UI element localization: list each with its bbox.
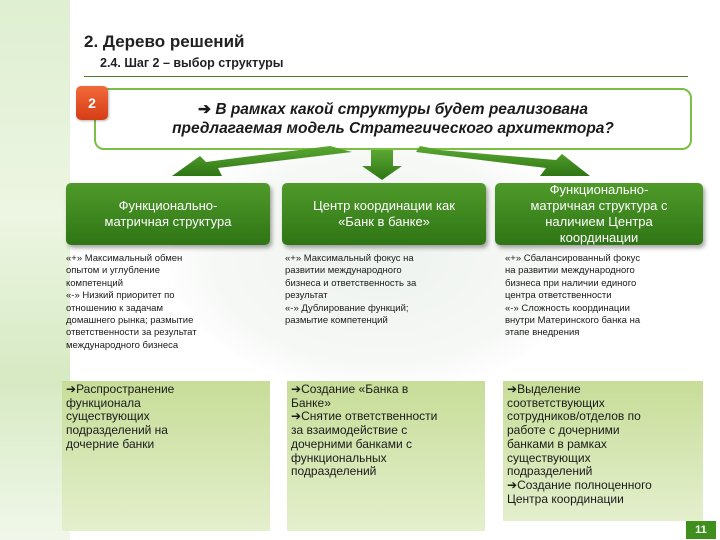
action-line: Выделение	[517, 382, 581, 396]
arrow-right-icon: ➔	[66, 382, 77, 396]
action-line: подразделений	[507, 464, 593, 479]
action-line: подразделений на	[66, 423, 168, 438]
arrow-right-icon: ➔	[198, 101, 212, 118]
action-line: сотрудников/отделов по	[507, 409, 641, 424]
heading-line: матричная структура с	[530, 198, 668, 213]
arrow-right-icon: ➔	[507, 382, 518, 396]
action-item: ➔Снятие ответственности	[291, 410, 481, 424]
step-badge: 2	[76, 86, 108, 120]
action-line: существующих	[66, 409, 150, 424]
action-line: соответствующих	[507, 395, 605, 410]
page-subtitle: 2.4. Шаг 2 – выбор структуры	[100, 56, 284, 70]
description-line: международного бизнеса	[66, 339, 179, 351]
background-leaf-strip	[0, 0, 70, 540]
description-line: «-» Дублирование функций;	[285, 302, 409, 314]
arrow-center-branch	[362, 150, 402, 180]
description-line: «+» Сбалансированный фокус	[505, 253, 641, 264]
action-line: Создание полноценного	[517, 477, 652, 492]
description-line: бизнеса при наличии единого	[505, 277, 637, 289]
heading-line: наличием Центра	[545, 214, 653, 229]
action-item: ➔Распространение	[66, 382, 266, 397]
description-line: центра ответственности	[505, 290, 612, 302]
description-line: опытом и углубление	[66, 265, 160, 277]
description-line: развитии международного	[285, 265, 402, 277]
heading-line: «Банк в банке»	[338, 214, 430, 229]
arrow-right-icon: ➔	[507, 477, 518, 492]
title-divider	[84, 76, 688, 77]
question-box: ➔ В рамках какой структуры будет реализо…	[94, 88, 692, 150]
heading-line: Функционально-	[549, 182, 649, 197]
action-line: функциональных	[291, 450, 387, 465]
action-item: ➔Создание «Банка в	[291, 382, 481, 397]
question-line-1: ➔ В рамках какой структуры будет реализо…	[96, 100, 690, 119]
column-heading-coordination-center: Центр координации как «Банк в банке»	[282, 183, 486, 245]
description-line: результат	[285, 290, 328, 302]
description-line: «-» Сложность координации	[505, 302, 630, 314]
description-line: «+» Максимальный фокус на	[285, 253, 414, 264]
description-line: размытие компетенций	[285, 315, 388, 327]
question-text-1: В рамках какой структуры будет реализова…	[215, 101, 588, 118]
arrow-right-branch	[416, 146, 590, 176]
heading-line: Центр координации как	[313, 198, 455, 213]
action-line: дочерними банками с	[291, 436, 413, 451]
action-item: ➔Создание полноценного	[507, 477, 699, 493]
action-line: Снятие ответственности	[301, 409, 438, 424]
action-line: Распространение	[76, 382, 175, 396]
description-line: этапе внедрения	[505, 327, 580, 339]
column-1-description: «+» Максимальный обмен опытом и углублен…	[66, 253, 266, 352]
question-text-2: предлагаемая модель Стратегического архи…	[172, 120, 614, 137]
arrow-right-icon: ➔	[291, 409, 302, 424]
description-line: отношению к задачам	[66, 302, 163, 314]
heading-line: Функционально-	[118, 198, 218, 213]
description-line: на развитии международного	[505, 265, 635, 277]
page-title: 2. Дерево решений	[84, 32, 245, 51]
column-3-description: «+» Сбалансированный фокус на развитии м…	[505, 253, 703, 340]
column-heading-functional-matrix: Функционально- матричная структура	[66, 183, 270, 245]
action-line: работе с дочерними	[507, 423, 620, 438]
description-line: «+» Максимальный обмен	[66, 253, 183, 264]
action-line: Создание «Банка в	[301, 382, 409, 396]
action-line: за взаимодействие с	[291, 423, 408, 438]
action-line: дочерние банки	[66, 436, 155, 451]
column-2-actions: ➔Создание «Банка в Банке» ➔Снятие ответс…	[287, 381, 485, 531]
column-heading-matrix-with-center: Функционально- матричная структура с нал…	[495, 182, 703, 245]
action-line: существующих	[507, 450, 591, 465]
description-line: бизнеса и ответственность за	[285, 277, 417, 289]
heading-line: матричная структура	[104, 214, 232, 229]
action-item: ➔Выделение	[507, 382, 699, 397]
column-2-description: «+» Максимальный фокус на развитии между…	[285, 253, 485, 327]
description-line: компетенций	[66, 277, 124, 289]
heading-line: координации	[559, 230, 639, 245]
column-3-actions: ➔Выделение соответствующих сотрудников/о…	[503, 381, 703, 521]
action-line: функционала	[66, 395, 141, 410]
action-line: Банке»	[291, 395, 331, 410]
description-line: «-» Низкий приоритет по	[66, 290, 175, 302]
description-line: внутри Материнского банка на	[505, 315, 641, 327]
description-line: ответственности за результат	[66, 327, 197, 339]
description-line: домашнего рынка; размытие	[66, 315, 194, 327]
arrow-left-branch	[172, 146, 352, 176]
action-line: банками в рамках	[507, 436, 607, 451]
page-number: 11	[686, 521, 716, 539]
arrow-right-icon: ➔	[291, 382, 302, 396]
column-1-actions: ➔Распространение функционала существующи…	[62, 381, 270, 531]
action-line: подразделений	[291, 464, 377, 479]
action-line: Центра координации	[507, 491, 624, 506]
